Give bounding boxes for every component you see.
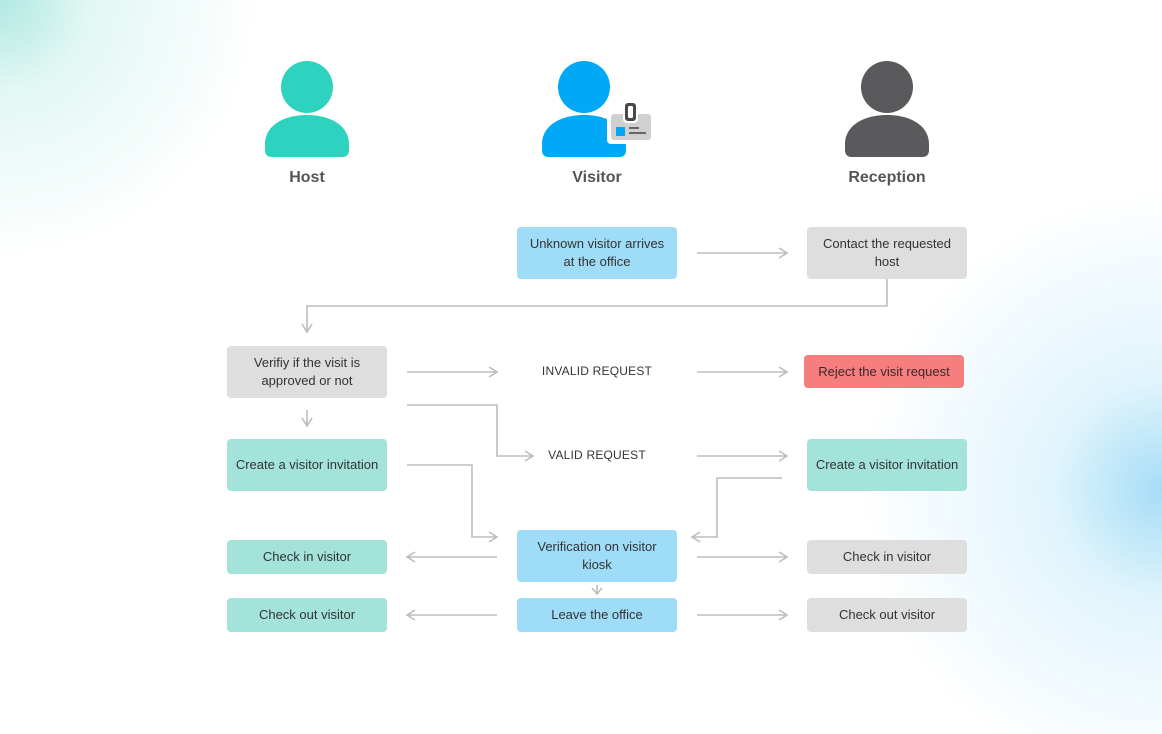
arrow-kiosk-to-host-check-in [405,551,497,563]
arrow-arrives-to-contact [697,247,789,259]
step-host-create-invitation: Create a visitor invitation [227,439,387,491]
arrow-contact-to-verify [301,279,888,334]
step-host-check-out: Check out visitor [227,598,387,632]
step-reception-check-in: Check in visitor [807,540,967,574]
step-contact-host: Contact the requested host [807,227,967,279]
step-reception-check-out: Check out visitor [807,598,967,632]
step-reject-request: Reject the visit request [804,355,964,388]
arrow-kiosk-to-leave [591,585,603,596]
step-host-check-in: Check in visitor [227,540,387,574]
step-kiosk-verification: Verification on visitor kiosk [517,530,677,582]
label-invalid-request: INVALID REQUEST [541,364,653,378]
arrow-valid-to-reception-invitation [697,450,789,462]
visitor-lane-title: Visitor [572,169,622,186]
arrow-kiosk-to-reception-check-in [697,551,789,563]
arrow-leave-to-host-check-out [405,609,497,621]
step-visitor-arrives: Unknown visitor arrives at the office [517,227,677,279]
step-verify-visit: Verifiy if the visit is approved or not [227,346,387,398]
reception-lane-title: Reception [848,169,926,186]
arrow-leave-to-reception-check-out [697,609,789,621]
host-lane-title: Host [289,169,325,186]
arrow-host-invitation-to-kiosk [407,464,499,543]
arrow-verify-to-valid [407,404,535,462]
label-valid-request: VALID REQUEST [548,448,646,462]
step-leave-office: Leave the office [517,598,677,632]
arrow-verify-to-invalid [407,366,499,378]
arrow-verify-to-host-invitation [301,410,313,428]
arrow-invalid-to-reject [697,366,789,378]
arrow-reception-invitation-to-kiosk [690,477,782,543]
step-reception-create-invitation: Create a visitor invitation [807,439,967,491]
